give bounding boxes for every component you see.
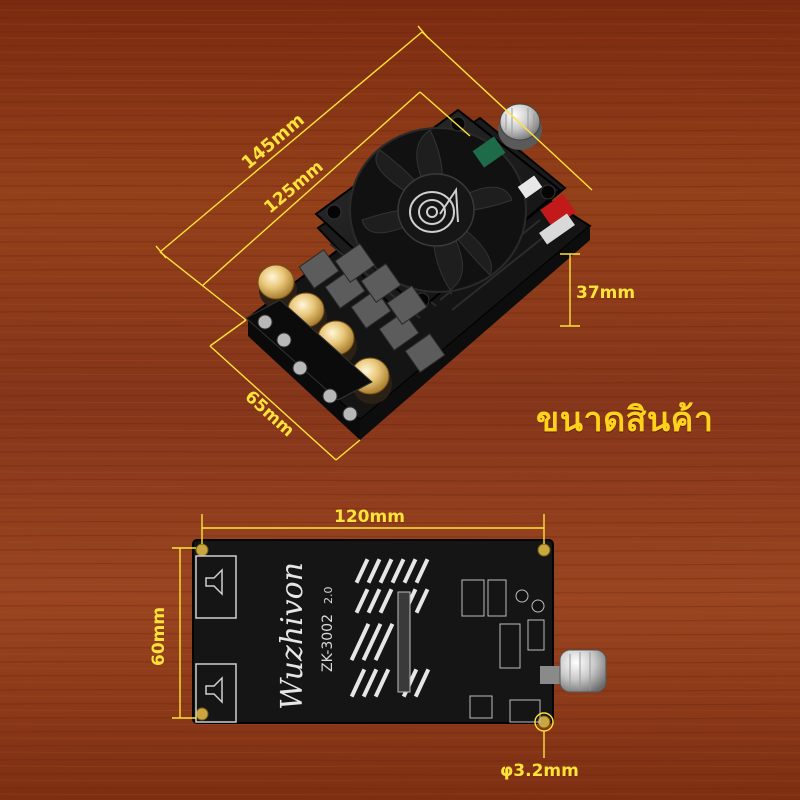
dim-label-120: 120mm	[334, 507, 405, 527]
top-dimension-lines	[155, 25, 593, 461]
mount-hole	[195, 707, 209, 721]
dim-label-37: 37mm	[576, 283, 635, 303]
volume-knob-bottom[interactable]	[540, 649, 607, 693]
dim-line-145	[159, 31, 423, 253]
screw-terminals	[245, 299, 373, 422]
pcb-bottom	[192, 539, 554, 724]
brand-name: Wuzhivon	[275, 562, 310, 710]
via	[531, 599, 545, 613]
inductors	[298, 243, 446, 373]
pcb-edge-right	[360, 226, 590, 440]
dim-label-hole: φ3.2mm	[500, 761, 579, 781]
pcb-edge	[248, 318, 360, 440]
via	[515, 589, 529, 603]
cooling-fan	[314, 108, 562, 312]
chip-pad	[397, 591, 411, 693]
top-view-board	[245, 103, 592, 440]
dim-line-65	[209, 345, 337, 461]
dim-line-125	[201, 91, 421, 287]
terminal-green	[472, 136, 506, 168]
bottom-view-board: Wuzhivon ZK-3002 2.0	[192, 539, 607, 729]
mount-hole	[195, 543, 209, 557]
speaker-outputs	[195, 555, 237, 723]
volume-knob-top[interactable]	[498, 103, 542, 150]
bottom-dimension-lines	[172, 514, 554, 758]
dim-label-60: 60mm	[149, 607, 169, 666]
connector-red	[540, 193, 576, 229]
version-label: 2.0	[322, 587, 335, 605]
music-logo-icon	[409, 186, 459, 233]
model-label: ZK-3002	[320, 614, 336, 672]
silkscreen-blocks	[461, 579, 545, 723]
heading-product-size: ขนาดสินค้า	[536, 400, 714, 440]
capacitors	[257, 264, 392, 404]
header-white	[539, 213, 575, 245]
connector-white	[517, 175, 543, 199]
mount-hole	[537, 543, 551, 557]
